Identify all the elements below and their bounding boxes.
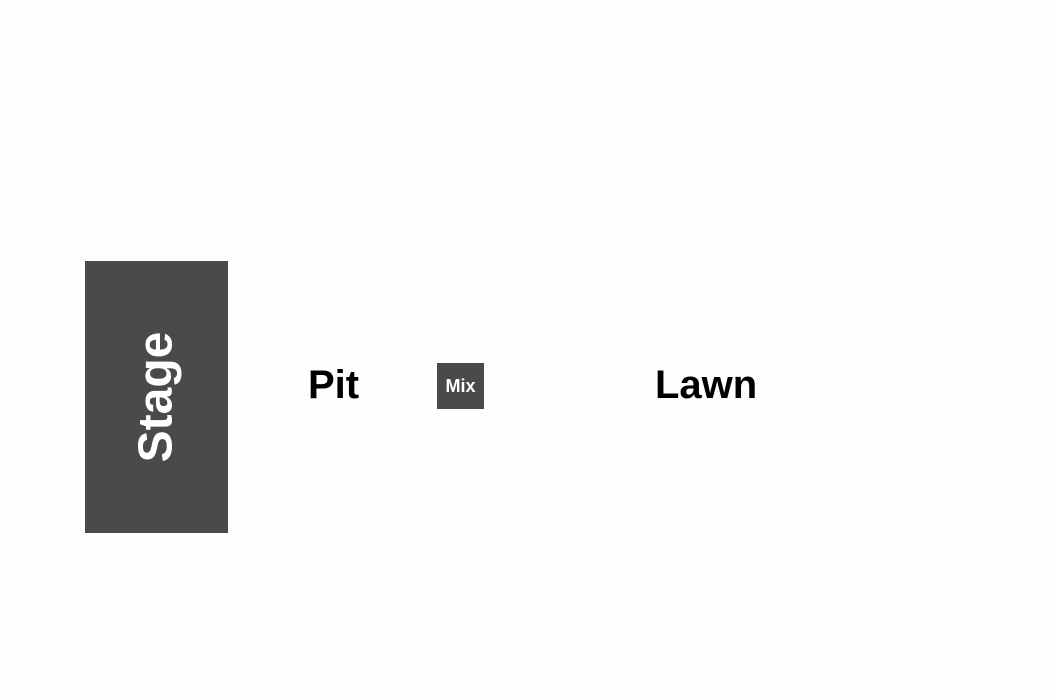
section-pit[interactable]: Pit bbox=[308, 363, 360, 407]
stage-label: Stage bbox=[129, 331, 183, 463]
stage-area[interactable]: Stage bbox=[85, 261, 228, 533]
section-lawn[interactable]: Lawn bbox=[655, 363, 758, 407]
mix-position[interactable]: Mix bbox=[437, 363, 484, 409]
mix-label: Mix bbox=[445, 376, 476, 396]
